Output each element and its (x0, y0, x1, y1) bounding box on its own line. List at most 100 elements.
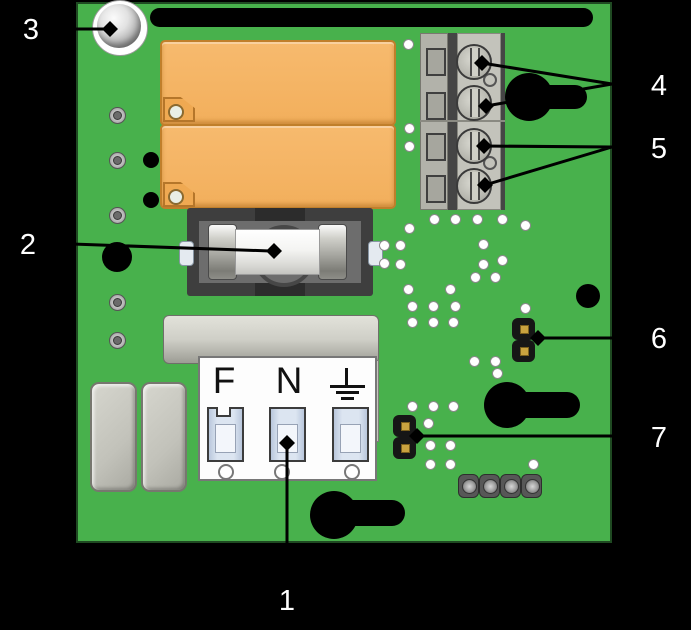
screw-slot (470, 172, 480, 200)
terminal-metal-bar (163, 315, 379, 364)
callout-label-4: 4 (650, 70, 668, 102)
via-dot (478, 259, 489, 270)
terminal-test-hole (274, 464, 290, 480)
terminal-wire-opening (426, 92, 446, 120)
callout-label-1: 1 (278, 585, 296, 617)
via-dot (428, 317, 439, 328)
socket-pin (500, 474, 521, 498)
board-hole (102, 242, 132, 272)
terminal-screw (456, 44, 492, 80)
via-dot (445, 284, 456, 295)
via-dot (450, 301, 461, 312)
via-dot (423, 418, 434, 429)
screw-slot (470, 132, 480, 160)
relay-2 (160, 124, 396, 209)
relay-1 (160, 40, 396, 126)
via-dot (395, 240, 406, 251)
socket-pin-contact (504, 479, 519, 494)
via-dot (407, 317, 418, 328)
via-dot (490, 356, 501, 367)
via-dot (448, 401, 459, 412)
mounting-screw (109, 332, 126, 349)
pin-socket-header (458, 474, 544, 498)
socket-pin-contact (525, 479, 540, 494)
jumper-header-7-pin-2 (393, 437, 416, 459)
via-dot (445, 440, 456, 451)
keyhole-cutout-bar-3 (334, 500, 405, 526)
terminal-test-hole (344, 464, 360, 480)
earth-ground-symbol-icon (330, 368, 366, 402)
via-dot (379, 240, 390, 251)
terminal-wire-opening (426, 133, 446, 161)
fuse-clip-tip (179, 241, 194, 266)
via-dot (425, 440, 436, 451)
via-dot (403, 284, 414, 295)
mounting-screw (109, 107, 126, 124)
fuse-end-cap (318, 224, 347, 280)
via-dot (404, 123, 415, 134)
via-dot (490, 272, 501, 283)
screw-slot (470, 48, 480, 76)
callout-label-3: 3 (22, 14, 40, 46)
capacitor-1 (90, 382, 137, 492)
terminal-wire-opening (426, 48, 446, 76)
via-dot (492, 368, 503, 379)
capacitor-2 (141, 382, 187, 492)
mounting-screw (109, 294, 126, 311)
dome-mounting-screw-head (97, 4, 141, 48)
relay-1-mount-tab (163, 97, 195, 122)
via-dot (403, 39, 414, 50)
dome-mounting-screw (92, 0, 148, 56)
screw-center (113, 111, 122, 120)
terminal-wire-opening (426, 175, 446, 203)
mains-terminal-block: F N (198, 356, 377, 481)
screw-center (113, 298, 122, 307)
via-dot (448, 317, 459, 328)
via-dot (395, 259, 406, 270)
fuse-holder-notch (255, 283, 305, 296)
via-dot (469, 356, 480, 367)
terminal-opening-inner (215, 424, 236, 453)
via-dot (425, 459, 436, 470)
mounting-screw (109, 207, 126, 224)
terminal-label-fuse: F (212, 360, 236, 401)
terminal-block-seam (420, 120, 505, 122)
via-dot (428, 301, 439, 312)
via-dot (497, 255, 508, 266)
socket-pin (521, 474, 542, 498)
terminal-test-hole (218, 464, 234, 480)
jumper-pin (401, 422, 410, 431)
terminal-opening-inner (277, 424, 298, 453)
pcb-board: F N (76, 0, 612, 543)
terminal-opening-fuse (207, 407, 244, 462)
via-dot (407, 401, 418, 412)
socket-pin (479, 474, 500, 498)
via-dot (520, 303, 531, 314)
screw-center (113, 156, 122, 165)
via-dot (407, 301, 418, 312)
socket-pin (458, 474, 479, 498)
relay-tab-hole (168, 104, 184, 120)
fuse-holder-notch (255, 208, 305, 221)
via-dot (470, 272, 481, 283)
screw-center (113, 211, 122, 220)
via-dot (379, 258, 390, 269)
terminal-label-neutral: N (275, 360, 303, 401)
jumper-pin (401, 444, 410, 453)
board-hole (143, 192, 159, 208)
board-hole (143, 152, 159, 168)
jumper-header-7-pin-1 (393, 415, 416, 437)
fuse-glass-body (235, 229, 320, 275)
board-hole (576, 284, 600, 308)
via-dot (404, 141, 415, 152)
screw-slot (470, 89, 480, 117)
terminal-opening-inner (340, 424, 361, 453)
callout-label-6: 6 (650, 323, 668, 355)
mounting-screw (109, 152, 126, 169)
terminal-screw (456, 85, 492, 121)
via-dot (404, 223, 415, 234)
via-dot (478, 239, 489, 250)
via-dot (429, 214, 440, 225)
top-slot-cutout (150, 8, 593, 27)
terminal-opening-earth (332, 407, 369, 462)
